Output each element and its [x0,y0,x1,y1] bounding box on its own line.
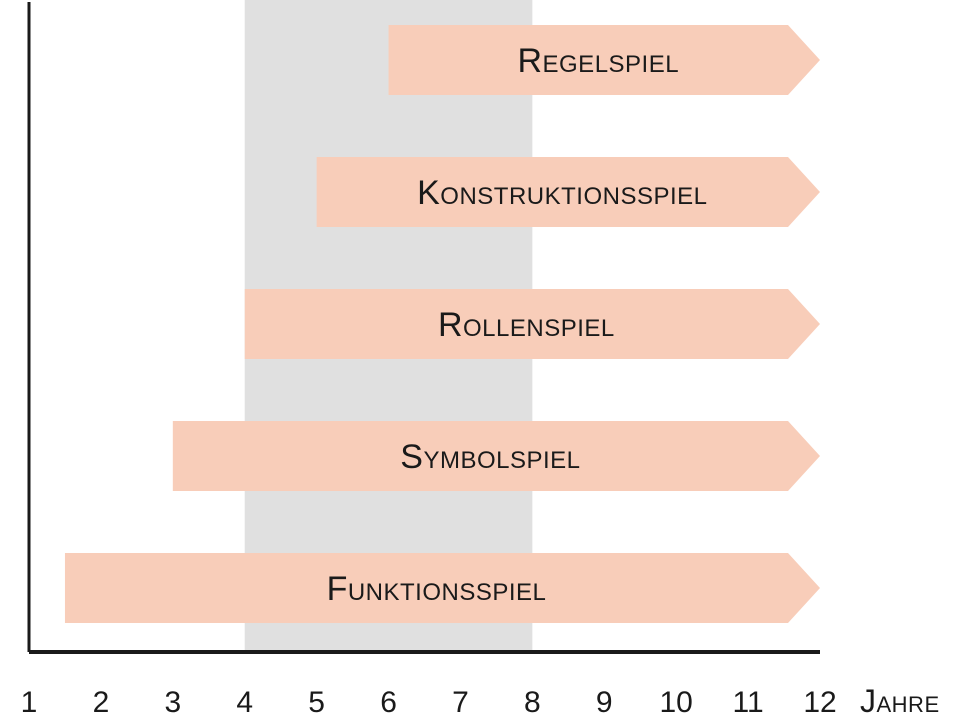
stage-label: Funktionsspiel [327,570,547,608]
x-tick-label: 6 [380,686,397,719]
stage-arrow [64,553,821,623]
x-tick-label: 8 [524,686,541,719]
x-axis-label: Jahre [860,683,940,719]
x-tick-label: 10 [659,686,692,719]
x-tick-label: 9 [596,686,613,719]
x-tick-label: 3 [164,686,181,719]
stage-label: Symbolspiel [400,438,580,476]
x-tick-label: 12 [803,686,836,719]
stage-arrow [316,157,820,227]
stage-arrow [172,421,820,491]
stage-arrow [388,25,820,95]
stage-label: Konstruktionsspiel [417,174,707,212]
x-tick-label: 7 [452,686,469,719]
x-tick-label: 2 [93,686,110,719]
x-tick-label: 4 [236,686,253,719]
x-tick-label: 5 [308,686,325,719]
x-tick-label: 1 [21,686,38,719]
stage-label: Rollenspiel [438,306,615,344]
x-tick-label: 11 [733,686,764,719]
stage-label: Regelspiel [517,42,679,80]
stage-arrow [244,289,820,359]
